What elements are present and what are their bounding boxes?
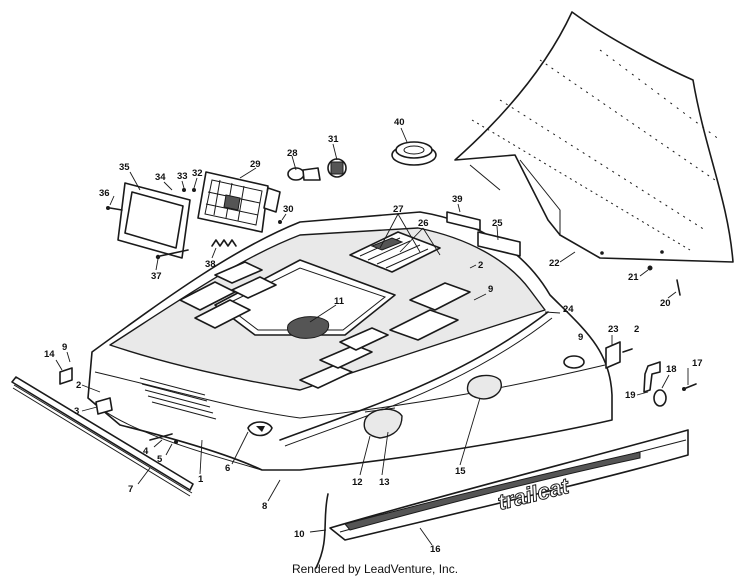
callout-6: 6 [225,463,230,474]
vents-left [179,261,277,329]
callout-13: 13 [379,477,390,488]
callout-2: 2 [76,380,81,391]
callout-25: 25 [492,218,503,229]
callout-9-right: 9 [578,332,583,343]
callout-20: 20 [660,298,671,309]
callout-18: 18 [666,364,677,375]
callout-17: 17 [692,358,703,369]
callout-37: 37 [151,271,162,282]
callout-5: 5 [157,454,163,465]
callout-22: 22 [549,258,560,269]
callout-8: 8 [262,501,267,512]
callout-38: 38 [205,259,216,270]
callout-21: 21 [628,272,639,283]
latch-hardware [605,341,697,407]
callout-36: 36 [99,188,110,199]
callout-3: 3 [74,406,79,417]
callout-29: 29 [250,159,261,170]
bumper-strip [11,376,194,497]
trim-strips [446,211,521,257]
hood [87,211,613,471]
callout-7: 7 [128,484,133,495]
callout-24: 24 [563,304,574,315]
callout-34: 34 [155,172,166,183]
windshield [454,11,734,263]
callout-28: 28 [287,148,298,159]
callout-11: 11 [334,296,345,307]
callout-31: 31 [328,134,339,145]
callout-2-hood: 2 [478,260,483,271]
vents-right [299,282,471,389]
callout-23: 23 [608,324,619,335]
callout-1: 1 [198,474,204,485]
callout-2-latch: 2 [634,324,639,335]
callout-14: 14 [44,349,55,360]
small-hardware [59,265,681,569]
foam-pads [287,316,585,439]
callout-numbers: 1 2 3 4 5 6 7 8 9 10 11 12 13 14 15 16 1… [44,117,703,555]
callout-16: 16 [430,544,441,555]
callout-35: 35 [119,162,130,173]
callout-39: 39 [452,194,463,205]
callout-9-hood: 9 [488,284,493,295]
callout-40: 40 [394,117,405,128]
side-decal: trailcat [329,429,689,541]
callout-12: 12 [352,477,363,488]
callout-9: 9 [62,342,67,353]
callout-19: 19 [625,390,636,401]
callout-33: 33 [177,171,188,182]
callout-26: 26 [418,218,429,229]
callout-4: 4 [143,446,149,457]
footer-credit: Rendered by LeadVenture, Inc. [291,562,459,576]
callout-27: 27 [393,204,404,215]
headlight-assembly [106,158,347,260]
callout-30: 30 [283,204,294,215]
leader-lines [55,127,689,546]
callout-15: 15 [455,466,466,477]
grommet [391,141,437,166]
callout-10: 10 [294,529,305,540]
callout-32: 32 [192,168,203,179]
